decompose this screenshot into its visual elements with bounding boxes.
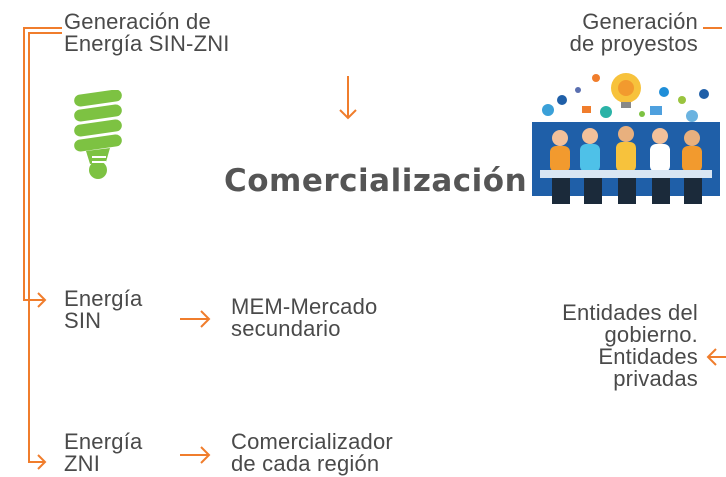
comercializador-label: Comercializador de cada región bbox=[231, 431, 393, 475]
meeting-table bbox=[540, 170, 712, 178]
comercializador-line-1: Comercializador bbox=[231, 429, 393, 454]
entidades-line-4: privadas bbox=[613, 366, 698, 391]
left-bracket-line bbox=[23, 27, 62, 301]
mem-label: MEM-Mercado secundario bbox=[231, 296, 377, 340]
arrow-down-head bbox=[339, 109, 357, 120]
entidades-line-3: Entidades bbox=[598, 344, 698, 369]
zni-line-1: Energía bbox=[64, 429, 143, 454]
zni-label: Energía ZNI bbox=[64, 431, 142, 475]
entidades-label: Entidades del gobierno. Entidades privad… bbox=[562, 302, 698, 390]
comercializador-line-2: de cada región bbox=[231, 451, 380, 476]
arrow-left-head bbox=[706, 348, 717, 366]
generation-line-1: Generación de bbox=[64, 9, 211, 34]
arrow-right-head bbox=[200, 446, 211, 464]
generation-line-2: Energía SIN-ZNI bbox=[64, 31, 230, 56]
left-bracket-inner-line bbox=[28, 32, 62, 463]
projects-line-2: de proyestos bbox=[569, 31, 698, 56]
projects-line-1: Generación bbox=[582, 9, 698, 34]
zni-line-2: ZNI bbox=[64, 451, 101, 476]
mem-line-1: MEM-Mercado bbox=[231, 294, 378, 319]
sin-label: Energía SIN bbox=[64, 288, 142, 332]
bracket-arrowhead-sin bbox=[37, 292, 47, 308]
bracket-arrowhead-zni bbox=[37, 454, 47, 470]
projects-label: Generación de proyestos bbox=[570, 11, 698, 55]
entidades-line-1: Entidades del bbox=[562, 300, 698, 325]
sin-line-2: SIN bbox=[64, 308, 102, 333]
entidades-line-2: gobierno. bbox=[604, 322, 698, 347]
arrow-right-head bbox=[200, 310, 211, 328]
mem-line-2: secundario bbox=[231, 316, 341, 341]
sin-line-1: Energía bbox=[64, 286, 143, 311]
people-group bbox=[550, 126, 702, 172]
generation-label: Generación de Energía SIN-ZNI bbox=[64, 11, 230, 55]
page-title: Comercialización bbox=[224, 163, 528, 199]
lightbulb-icon bbox=[74, 90, 122, 179]
team-meeting-illustration bbox=[532, 73, 720, 204]
